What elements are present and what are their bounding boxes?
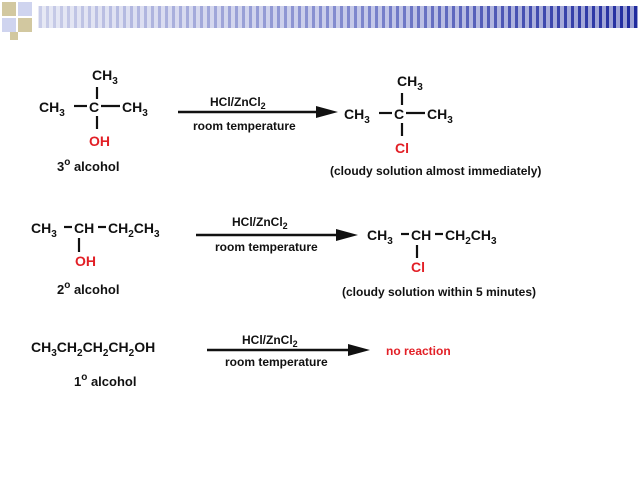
ethyl-group: CH2CH3	[108, 220, 160, 240]
observation-tertiary: (cloudy solution almost immediately)	[330, 164, 541, 178]
methyl-left: CH3	[39, 99, 65, 119]
class-label-primary: 1o alcohol	[74, 372, 136, 389]
corner-square	[2, 18, 16, 32]
methyl-left: CH3	[367, 227, 393, 247]
methyl-right: CH3	[122, 99, 148, 119]
title-banner	[2, 2, 638, 40]
chloro-group: Cl	[411, 259, 425, 275]
methyl-left: CH3	[344, 106, 370, 126]
reagent-label: HCl/ZnCl2	[232, 215, 288, 231]
hydroxyl-group: OH	[89, 133, 110, 149]
reagent-label: HCl/ZnCl2	[242, 333, 298, 349]
hydroxyl-group: OH	[75, 253, 96, 269]
central-carbon: C	[89, 99, 99, 115]
chloro-group: Cl	[395, 140, 409, 156]
ethyl-group: CH2CH3	[445, 227, 497, 247]
product-secondary-chloride: CH3 CH CH2CH3 Cl	[367, 227, 497, 275]
reaction-tertiary: CH3 CH3 C CH3 OH 3o alcohol HCl/ZnCl2 ro…	[39, 67, 541, 178]
methyl-top: CH3	[92, 67, 118, 87]
methyl-top: CH3	[397, 73, 423, 93]
observation-secondary: (cloudy solution within 5 minutes)	[342, 285, 536, 299]
condition-label: room temperature	[225, 355, 328, 369]
condition-label: room temperature	[193, 119, 296, 133]
corner-square	[18, 18, 32, 32]
reagent-label: HCl/ZnCl2	[210, 95, 266, 111]
corner-square	[10, 32, 18, 40]
arrowhead-icon	[336, 229, 358, 241]
reactant-secondary-alcohol: CH3 CH CH2CH3 OH	[31, 220, 160, 269]
banner-stripes	[38, 6, 638, 28]
corner-square	[2, 2, 16, 16]
condition-label: room temperature	[215, 240, 318, 254]
methyl-left: CH3	[31, 220, 57, 240]
central-carbon: C	[394, 106, 404, 122]
methine-carbon: CH	[411, 227, 431, 243]
methine-carbon: CH	[74, 220, 94, 236]
methyl-right: CH3	[427, 106, 453, 126]
arrowhead-icon	[348, 344, 370, 356]
corner-square	[18, 2, 32, 16]
reactant-tertiary-alcohol: CH3 CH3 C CH3 OH	[39, 67, 148, 149]
product-tertiary-chloride: CH3 CH3 C CH3 Cl	[344, 73, 453, 156]
arrowhead-icon	[316, 106, 338, 118]
result-no-reaction: no reaction	[386, 344, 451, 358]
class-label-secondary: 2o alcohol	[57, 280, 119, 297]
reaction-primary: CH3CH2CH2CH2OH 1o alcohol HCl/ZnCl2 room…	[31, 333, 451, 389]
reactant-primary-alcohol: CH3CH2CH2CH2OH	[31, 339, 155, 359]
class-label-tertiary: 3o alcohol	[57, 157, 119, 174]
reaction-secondary: CH3 CH CH2CH3 OH 2o alcohol HCl/ZnCl2 ro…	[31, 215, 536, 299]
